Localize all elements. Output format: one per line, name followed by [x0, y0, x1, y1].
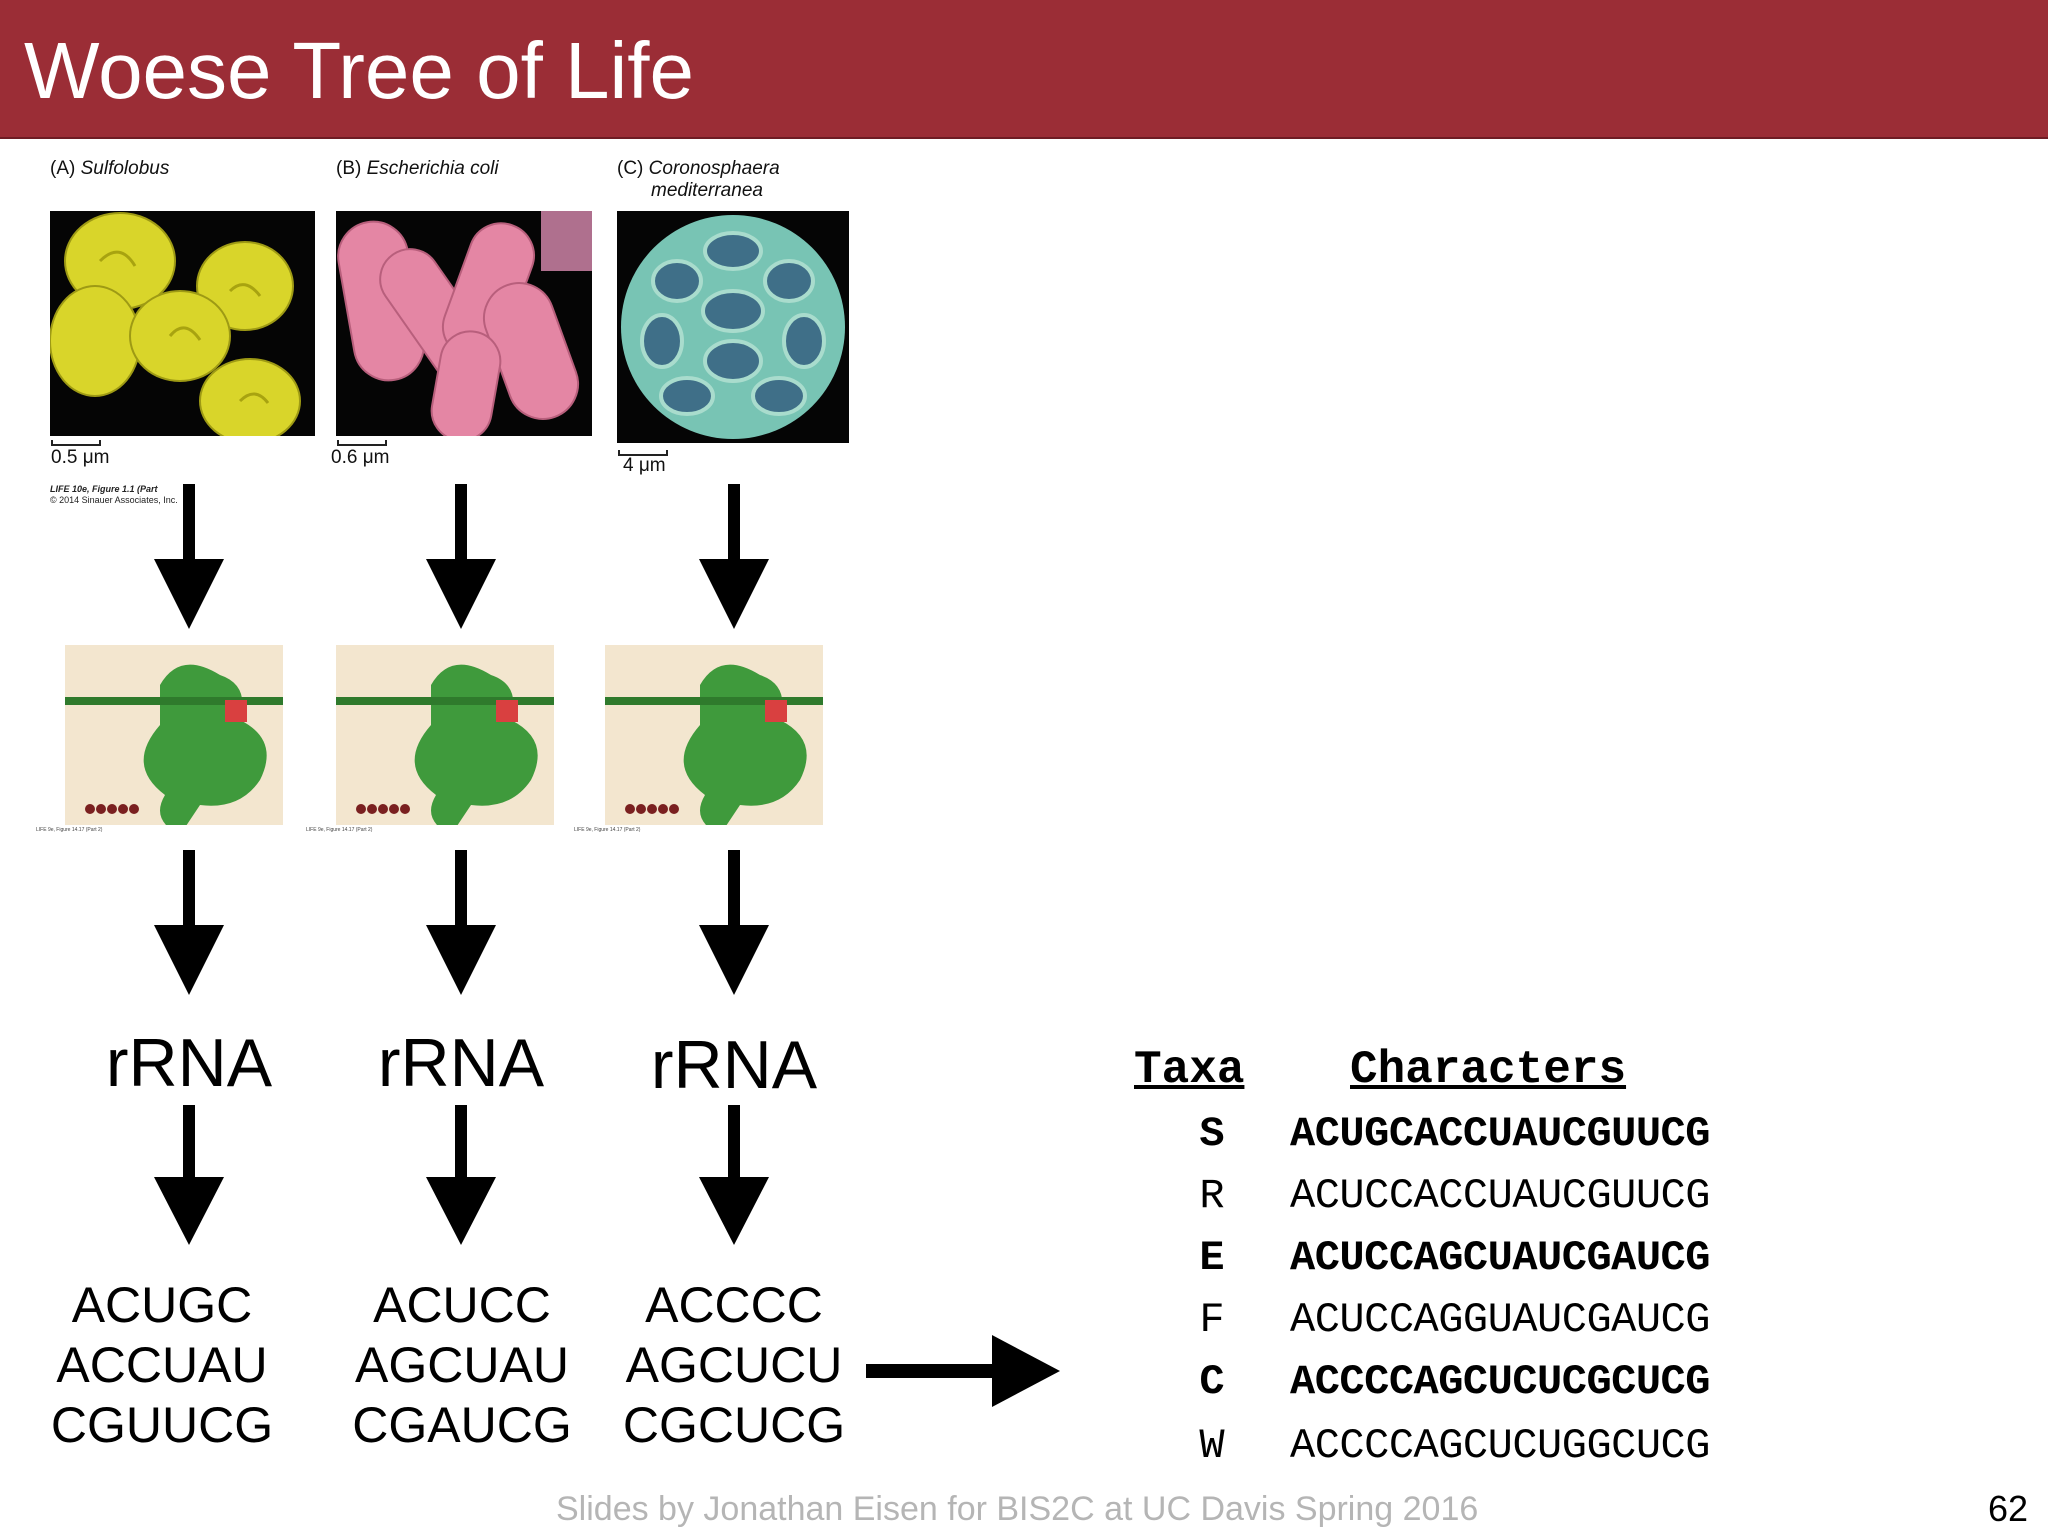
rrna-label-b: rRNA [377, 1025, 545, 1101]
credit-line2: © 2014 Sinauer Associates, Inc. [50, 495, 178, 505]
caption-b: (B) Escherichia coli [336, 158, 499, 180]
table-header-taxa: Taxa [1134, 1044, 1245, 1096]
table-chars-e: ACUCCAGCUAUCGAUCG [1290, 1234, 1710, 1282]
sequence-b-line2: AGCUAU [355, 1337, 569, 1393]
caption-a-letter: (A) [50, 158, 76, 179]
ecoli-photo [336, 211, 592, 436]
arrow-down-icon [426, 850, 496, 995]
table-taxon-c: C [1199, 1358, 1225, 1406]
arrow-down-icon [426, 1105, 496, 1245]
arrow-down-icon [154, 484, 224, 629]
page-number: 62 [1988, 1488, 2029, 1529]
sulfolobus-photo [50, 211, 315, 436]
sequence-a: ACUGC ACCUAU CGUUCG [42, 1275, 282, 1455]
sequence-b: ACUCC AGCUAU CGAUCG [342, 1275, 582, 1455]
ribosome-credit-a: LIFE 9e, Figure 14.17 (Part 2) [36, 827, 103, 833]
rrna-label-a: rRNA [105, 1025, 273, 1101]
caption-c-letter: (C) [617, 158, 644, 179]
arrow-right-icon [866, 1335, 1060, 1407]
table-taxon-w: W [1199, 1422, 1225, 1470]
ribosome-credit-c: LIFE 9e, Figure 14.17 (Part 2) [574, 827, 641, 833]
arrow-down-icon [699, 850, 769, 995]
caption-a-name: Sulfolobus [80, 158, 170, 179]
sequence-b-line3: CGAUCG [352, 1397, 572, 1453]
arrow-down-icon [699, 1105, 769, 1245]
scale-c-label: 4 μm [623, 455, 666, 476]
table-taxon-f: F [1199, 1296, 1225, 1344]
ribosome-diagram-b [326, 645, 566, 835]
table-chars-f: ACUCCAGGUAUCGAUCG [1290, 1296, 1710, 1344]
sequence-a-line2: ACCUAU [56, 1337, 268, 1393]
arrow-down-icon [699, 484, 769, 629]
table-taxon-e: E [1199, 1234, 1225, 1282]
table-taxon-r: R [1199, 1172, 1225, 1220]
slide-footer: Slides by Jonathan Eisen for BIS2C at UC… [556, 1490, 1479, 1528]
sequence-b-line1: ACUCC [373, 1277, 551, 1333]
ribosome-diagram-c [595, 645, 835, 835]
caption-c: (C) Coronosphaera mediterranea [617, 158, 780, 202]
title-bar: Woese Tree of Life [0, 0, 2048, 139]
caption-b-name: Escherichia coli [366, 158, 499, 179]
rrna-label-c: rRNA [650, 1027, 818, 1103]
caption-b-letter: (B) [336, 158, 362, 179]
arrow-down-icon [426, 484, 496, 629]
sequence-a-line1: ACUGC [71, 1277, 253, 1333]
arrow-down-icon [154, 850, 224, 995]
credit-line1: LIFE 10e, Figure 1.1 (Part [50, 484, 158, 494]
table-chars-r: ACUCCACCUAUCGUUCG [1290, 1172, 1710, 1220]
sequence-c-line3: CGCUCG [622, 1397, 846, 1453]
arrow-down-icon [154, 1105, 224, 1245]
table-header-characters: Characters [1350, 1044, 1627, 1096]
scale-bar-b [337, 440, 387, 446]
sequence-a-line3: CGUUCG [50, 1397, 274, 1453]
table-chars-w: ACCCCAGCUCUGGCUCG [1290, 1422, 1710, 1470]
sequence-c-line2: AGCUCU [625, 1337, 843, 1393]
ribosome-credit-b: LIFE 9e, Figure 14.17 (Part 2) [306, 827, 373, 833]
scale-bar-c [618, 450, 668, 456]
coccolith-photo [617, 211, 849, 443]
table-chars-s: ACUGCACCUAUCGUUCG [1290, 1110, 1710, 1158]
table-taxon-s: S [1199, 1110, 1225, 1158]
figure-credit: LIFE 10e, Figure 1.1 (Part © 2014 Sinaue… [50, 484, 178, 506]
scale-b-label: 0.6 μm [331, 447, 390, 468]
sequence-c-line1: ACCCC [645, 1277, 823, 1333]
caption-a: (A) Sulfolobus [50, 158, 169, 180]
caption-c-name2: mediterranea [651, 180, 763, 201]
table-chars-c: ACCCCAGCUCUCGCUCG [1290, 1358, 1710, 1406]
slide-title: Woese Tree of Life [24, 26, 694, 115]
sequence-c: ACCCC AGCUCU CGCUCG [614, 1275, 854, 1455]
ribosome-diagram-a [55, 645, 295, 835]
scale-bar-a [51, 440, 101, 446]
caption-c-name: Coronosphaera [648, 158, 780, 179]
scale-a-label: 0.5 μm [51, 447, 110, 468]
